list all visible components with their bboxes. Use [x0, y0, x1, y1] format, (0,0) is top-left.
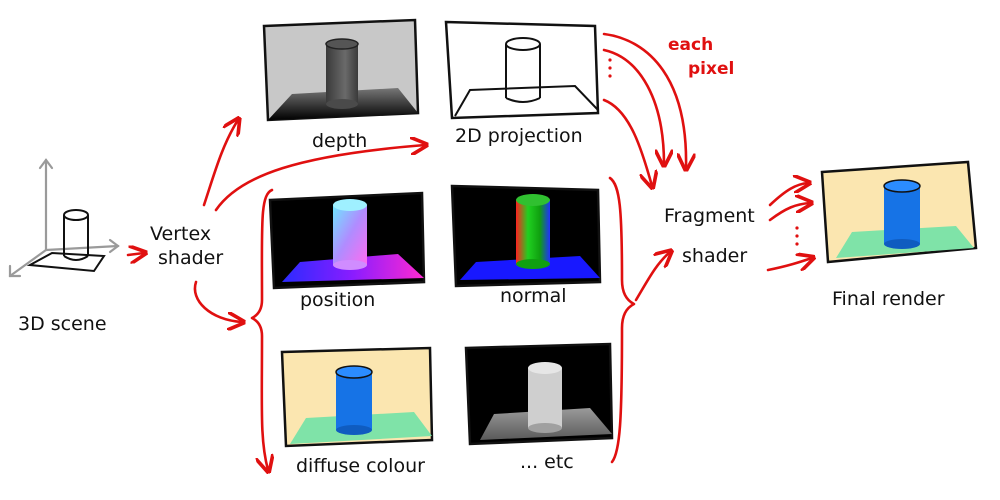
arrow-buffers-to-fragment [634, 252, 670, 302]
each-pixel-label-line2: pixel [688, 59, 734, 79]
projection-thumbnail [444, 20, 600, 120]
arrow-fragment-to-final-1 [768, 183, 808, 207]
arrow-vertex-to-buffers [193, 280, 242, 322]
scene-cylinder-wireframe [26, 209, 106, 273]
position-label: position [300, 289, 375, 311]
final-render-label: Final render [832, 288, 945, 310]
each-pixel-label-line1: each [668, 35, 713, 55]
fragment-shader-label-line2: shader [682, 245, 747, 267]
normal-label: normal [500, 285, 567, 307]
arrow-projection-to-fragment-1 [602, 32, 686, 168]
arrow-fragment-to-final-3 [766, 258, 812, 272]
diffuse-label: diffuse colour [296, 455, 425, 477]
position-thumbnail [268, 191, 426, 290]
arrow-vertex-to-depth [202, 120, 238, 207]
arrow-projection-to-fragment-3 [602, 98, 652, 186]
arrow-fragment-to-final-2 [768, 203, 810, 222]
arrow-vertex-to-projection [214, 145, 425, 212]
right-brace [608, 176, 636, 464]
diffuse-thumbnail [280, 346, 434, 448]
arrow-projection-to-fragment-2 [602, 48, 664, 164]
scene-axes [8, 158, 120, 278]
etc-label: ... etc [520, 451, 574, 473]
projection-label: 2D projection [455, 125, 583, 147]
projection-dots [608, 58, 612, 78]
depth-thumbnail [262, 18, 420, 122]
etc-thumbnail [464, 342, 614, 446]
vertex-shader-label-line2: shader [158, 247, 223, 269]
scene-label: 3D scene [18, 313, 107, 335]
final-render-thumbnail [820, 160, 978, 264]
left-brace [250, 188, 272, 470]
arrow-scene-to-vertex [126, 253, 144, 255]
vertex-shader-label-line1: Vertex [150, 223, 211, 245]
depth-label: depth [312, 130, 367, 152]
normal-thumbnail [450, 184, 602, 288]
fragment-dots [795, 226, 799, 246]
fragment-shader-label-line1: Fragment [664, 205, 755, 227]
